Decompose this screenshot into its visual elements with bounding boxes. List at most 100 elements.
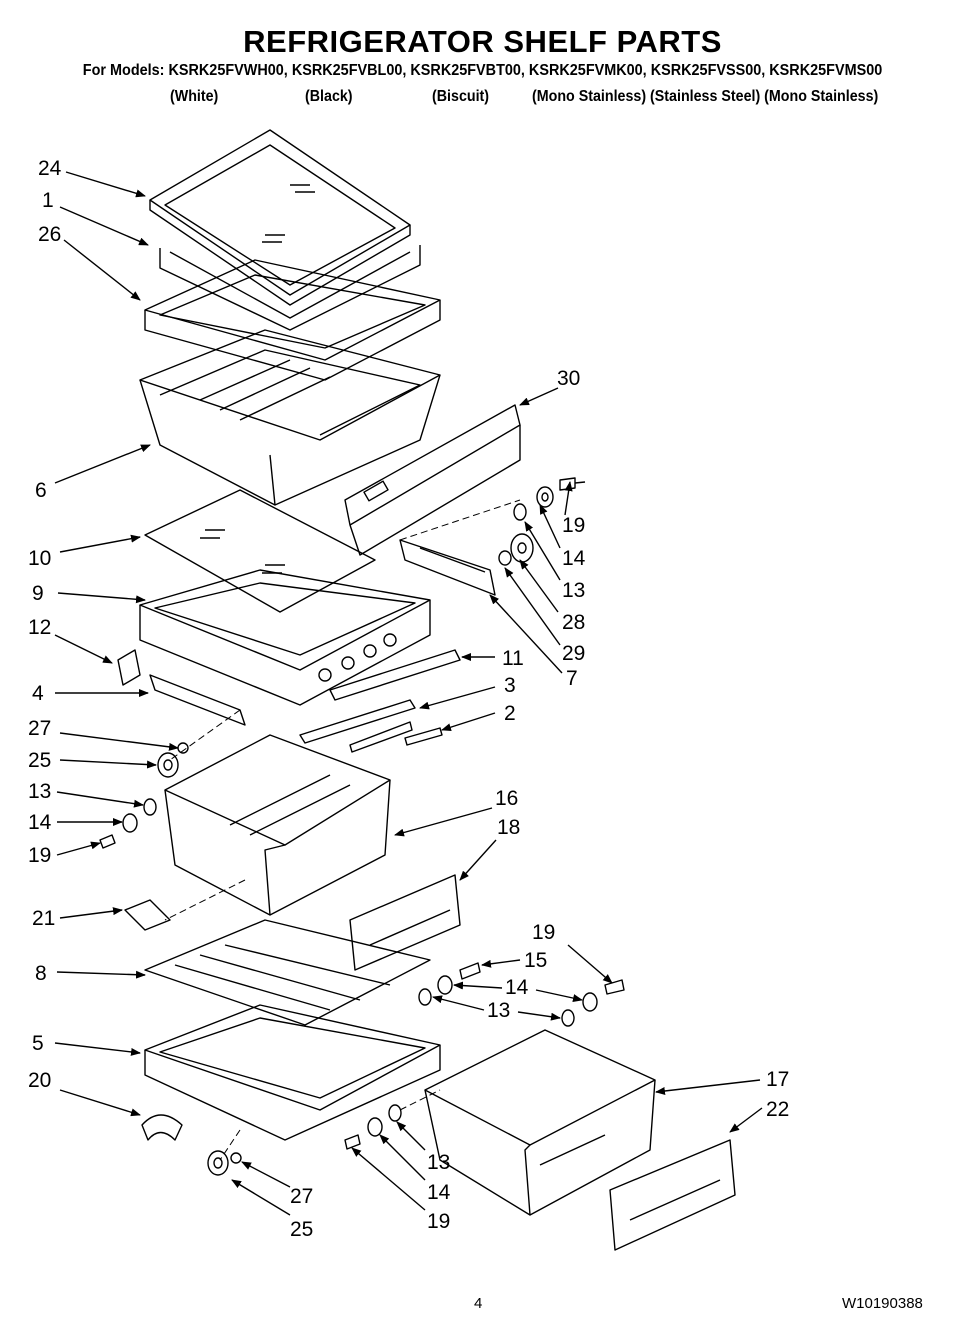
label-6: 6 [35,479,47,502]
leader-30 [519,387,559,406]
label-13: 13 [487,999,511,1022]
label-14: 14 [28,811,52,834]
leader-14c [453,981,503,990]
part-25-roller-bottom [207,1150,229,1176]
label-10: 10 [28,547,52,570]
part-28-wheel [510,533,534,563]
label-25: 25 [28,749,52,772]
label-13: 13 [28,780,52,803]
part-19-screw-bottom [344,1134,361,1150]
part-3-bar [299,699,416,744]
part-21-clip [124,899,171,931]
part-15-screw [459,962,481,980]
part-25-roller-top [157,752,179,778]
part-13-bushing-top [513,503,527,521]
label-16: 16 [495,787,519,810]
leader-25b [231,1179,291,1216]
leader-18 [459,839,497,881]
label-19: 19 [28,844,52,867]
label-11: 11 [502,647,524,670]
part-8-wire-shelf [144,919,431,1026]
leader-14d [379,1134,426,1181]
part-27-axle-top [177,742,189,754]
part-6-crisper-pan [139,329,441,506]
part-19-screw-top [559,477,586,491]
label-28: 28 [562,611,586,634]
part-13-bushing-left [143,798,157,816]
part-12-end-cap [117,649,141,686]
label-14: 14 [505,976,529,999]
leader-24 [65,171,146,198]
leader-3 [419,686,496,710]
leader-9 [57,592,146,604]
part-14-washer-bottom [367,1117,383,1137]
leader-13b [56,791,144,808]
leader-15 [481,959,521,968]
part-14-washer-mid [437,975,453,995]
leader-16 [394,807,493,837]
label-9: 9 [32,582,44,605]
leader-14a [539,504,561,549]
label-13: 13 [562,579,586,602]
leader-17 [655,1079,761,1095]
leader-2 [441,712,496,732]
label-12: 12 [28,616,52,639]
leader-19c [567,944,613,984]
leader-13a [524,521,561,581]
label-15: 15 [524,949,548,972]
label-18: 18 [497,816,521,839]
part-14-washer-left [122,813,138,833]
part-26-frame [144,259,441,381]
label-17: 17 [766,1068,790,1091]
leader-13c2 [517,1011,561,1021]
part-10-glass [144,489,376,613]
leader-1 [59,206,149,246]
part-19-screw-left [99,834,116,849]
label-27: 27 [28,717,52,740]
label-14: 14 [562,547,586,570]
leader-25a [59,759,157,769]
leader-26 [63,239,141,301]
part-27-axle-bottom [230,1152,242,1164]
leader-10 [59,534,141,553]
leader-7 [489,594,563,674]
label-29: 29 [562,642,586,665]
leader-22 [729,1107,763,1133]
label-19: 19 [562,514,586,537]
label-19: 19 [427,1210,451,1233]
label-13: 13 [427,1151,451,1174]
label-26: 26 [38,223,62,246]
leader-13d [396,1121,426,1151]
part-14-washer-right [582,992,598,1012]
label-2: 2 [504,702,516,725]
label-22: 22 [766,1098,790,1121]
label-25: 25 [290,1218,314,1241]
label-4: 4 [32,682,44,705]
part-16-drawer [164,734,391,916]
label-14: 14 [427,1181,451,1204]
leader-14c2 [535,989,583,1002]
leader-19a [564,481,573,516]
part-30-trim [344,404,521,556]
label-3: 3 [504,674,516,697]
page-number: 4 [474,1295,483,1312]
part-1-bracket [159,245,421,331]
part-4-trim [149,674,246,726]
color-stainless-group: (Mono Stainless) (Stainless Steel) (Mono… [532,88,879,105]
part-17-drawer [424,1029,656,1216]
part-13-bushing-right [561,1009,575,1027]
label-19: 19 [532,921,556,944]
part-19-screw-right [604,979,625,995]
label-27: 27 [290,1185,314,1208]
label-1: 1 [42,189,54,212]
color-white: (White) [170,88,219,105]
label-24: 24 [38,157,62,180]
leader-12 [54,634,113,664]
color-black: (Black) [305,88,353,105]
label-5: 5 [32,1032,44,1055]
label-21: 21 [32,907,56,930]
part-29-nut [498,550,512,566]
label-20: 20 [28,1069,52,1092]
part-5-frame [144,1004,441,1141]
